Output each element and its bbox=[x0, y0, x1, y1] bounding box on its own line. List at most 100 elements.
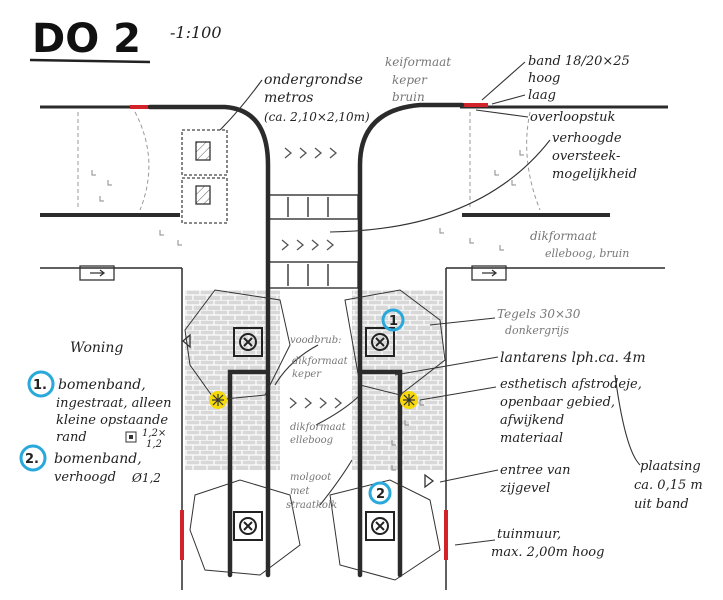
leader-band bbox=[481, 61, 526, 101]
label-entree-2: zijgevel bbox=[499, 481, 550, 496]
legend-2-line2: verhoogd bbox=[54, 470, 116, 485]
label-band-2: hoog bbox=[528, 71, 560, 86]
label-dikformaat-2: elleboog, bruin bbox=[545, 247, 629, 260]
trees bbox=[233, 327, 395, 541]
legend-2-line1: bomenband, bbox=[54, 451, 142, 467]
leader-molgoot bbox=[319, 459, 353, 506]
label-entree-1: entree van bbox=[500, 463, 571, 478]
legend: 1. bomenband, ingestraat, alleen kleine … bbox=[19, 370, 171, 485]
underground-containers bbox=[181, 129, 228, 224]
guide-right-2 bbox=[526, 111, 541, 211]
container-icon-2 bbox=[195, 185, 211, 205]
chevrons-middle bbox=[281, 239, 335, 251]
canopy-2 bbox=[344, 289, 446, 396]
label-esthetisch-2: openbaar gebied, bbox=[500, 395, 615, 410]
leader-lantarens bbox=[394, 356, 499, 376]
leader-metros bbox=[219, 79, 263, 131]
tree-bed-left bbox=[227, 369, 268, 578]
tree-pit-4 bbox=[365, 511, 395, 541]
label-tuinmuur-1: tuinmuur, bbox=[497, 527, 561, 542]
label-molgoot-2: met bbox=[290, 486, 310, 497]
label-plaatsing-2: ca. 0,15 m bbox=[634, 478, 703, 493]
entrance-arrow-left bbox=[182, 333, 191, 349]
label-lantarens: lantarens lph.ca. 4m bbox=[500, 350, 646, 366]
chevrons-top bbox=[284, 147, 338, 159]
legend-1-number: 1. bbox=[33, 378, 47, 393]
curb-curve-right bbox=[357, 102, 465, 578]
entrance-curbs bbox=[147, 102, 465, 578]
title-block: DO 2 -1:100 bbox=[29, 16, 222, 64]
guide-left-2 bbox=[134, 111, 150, 211]
label-molgoot-3: straatkolk bbox=[286, 500, 337, 511]
legend-1-line3: kleine opstaande bbox=[56, 413, 168, 428]
legend-1-line4: rand bbox=[56, 430, 87, 445]
tree-pit-3 bbox=[233, 511, 263, 541]
label-metros-2: metros bbox=[264, 90, 314, 106]
label-tuinmuur-2: max. 2,00m hoog bbox=[491, 545, 604, 560]
plan-markers: 1 2 bbox=[368, 308, 405, 505]
label-tegels-2: donkergrijs bbox=[505, 324, 569, 337]
leader-entree bbox=[439, 469, 499, 483]
leader-lines bbox=[219, 61, 641, 546]
legend-1-circle bbox=[27, 370, 55, 398]
leader-dikformaat-elleboog bbox=[315, 394, 361, 426]
label-esthetisch-1: esthetisch afstrodeje, bbox=[500, 377, 642, 392]
label-kei-bruin: bruin bbox=[392, 90, 425, 104]
legend-2-number: 2. bbox=[25, 452, 39, 467]
label-dikformaat-elleboog-2: elleboog bbox=[290, 435, 333, 446]
building-doors bbox=[79, 265, 507, 281]
label-kei-keper: keper bbox=[392, 73, 428, 87]
dim-c: Ø1,2 bbox=[131, 471, 161, 485]
label-dikformaat-keper-1: dikformaat bbox=[292, 356, 349, 367]
legend-2-circle bbox=[19, 444, 47, 472]
annotation-texts: ondergrondse metros (ca. 2,10×2,10m) kei… bbox=[70, 54, 703, 560]
label-plaatsing-1: plaatsing bbox=[640, 459, 701, 474]
canopy-1 bbox=[184, 289, 291, 401]
label-tegels-1: Tegels 30×30 bbox=[497, 307, 581, 321]
leader-tuinmuur bbox=[454, 539, 496, 546]
label-dikformaat-keper-2: keper bbox=[292, 369, 322, 380]
tree-bed-right bbox=[359, 369, 403, 578]
leader-tegels bbox=[429, 317, 496, 326]
container-box-1 bbox=[181, 129, 228, 176]
legend-1-line1: bomenband, bbox=[58, 377, 146, 393]
label-esthetisch-3: afwijkend bbox=[500, 413, 564, 428]
ground-tick-marks bbox=[91, 150, 524, 471]
label-verhoogde-2: oversteek- bbox=[552, 149, 620, 164]
lantern-right-star bbox=[403, 394, 415, 406]
door-right bbox=[471, 265, 507, 281]
leader-verhoogde bbox=[329, 139, 551, 233]
street-edges bbox=[40, 105, 668, 590]
leader-plaatsing bbox=[614, 374, 641, 466]
label-metros-3: (ca. 2,10×2,10m) bbox=[264, 110, 370, 124]
marker-1-number: 1 bbox=[389, 314, 398, 329]
chevrons-lower bbox=[289, 397, 343, 409]
leader-esthetisch bbox=[419, 386, 497, 401]
title-underline bbox=[29, 58, 151, 64]
tree-pit-1 bbox=[233, 327, 263, 357]
tree-4 bbox=[371, 517, 389, 535]
leader-overloopstuk bbox=[475, 109, 529, 118]
door-left-arrow bbox=[90, 269, 106, 277]
container-box-2 bbox=[181, 177, 228, 224]
label-overloopstuk: overloopstuk bbox=[530, 110, 615, 125]
label-esthetisch-4: materiaal bbox=[500, 431, 563, 446]
tick-marks bbox=[91, 150, 524, 471]
marker-2-number: 2 bbox=[376, 487, 385, 502]
tree-pit-2 bbox=[365, 327, 395, 357]
container-icon-1 bbox=[195, 141, 211, 161]
marker-2 bbox=[368, 481, 392, 505]
direction-chevrons bbox=[281, 147, 343, 409]
central-lane bbox=[280, 290, 352, 590]
leader-laag bbox=[491, 94, 526, 105]
drawing-title: DO 2 bbox=[32, 16, 141, 62]
label-dikformaat-1: dikformaat bbox=[530, 229, 597, 243]
door-right-arrow bbox=[482, 269, 498, 277]
tree-1 bbox=[239, 333, 257, 351]
entrance-arrows bbox=[182, 333, 435, 489]
tree-1-cross bbox=[243, 337, 253, 347]
label-plaatsing-3: uit band bbox=[634, 497, 689, 512]
crossing-band-1 bbox=[267, 194, 359, 220]
tree-canopies bbox=[184, 289, 446, 581]
label-band-1: band 18/20×25 bbox=[528, 54, 630, 69]
